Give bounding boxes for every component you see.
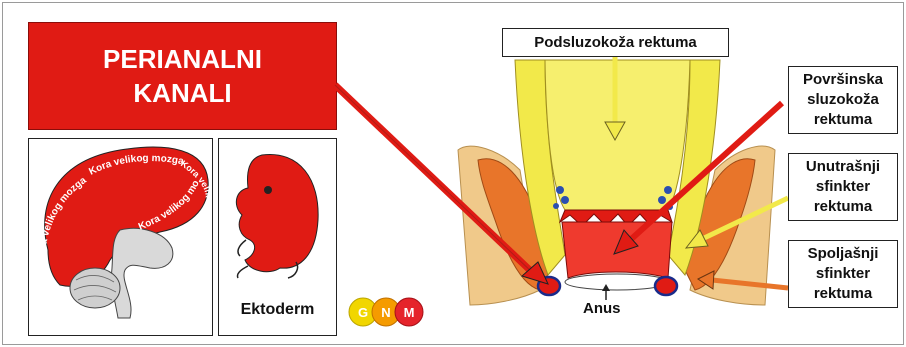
svg-text:N: N bbox=[381, 305, 390, 320]
label-anus: Anus bbox=[583, 300, 621, 317]
embryo-illustration bbox=[236, 154, 318, 278]
brain-illustration: Kora velikog mozga Kora velikog mozga Ko… bbox=[0, 0, 214, 318]
svg-text:M: M bbox=[404, 305, 415, 320]
svg-text:G: G bbox=[358, 305, 368, 320]
gnm-logo: G N M bbox=[349, 298, 423, 326]
label-submucosa: Podsluzokoža rektuma bbox=[502, 28, 729, 57]
